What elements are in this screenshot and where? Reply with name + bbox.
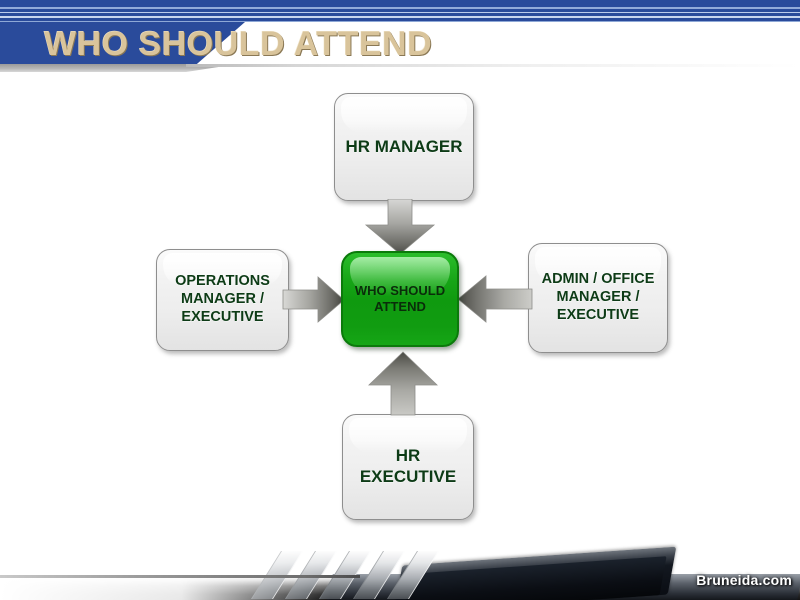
node-center-who-should-attend[interactable]: WHO SHOULD ATTEND bbox=[341, 251, 459, 347]
header-banner bbox=[0, 0, 800, 70]
photo-horizon-edge bbox=[0, 575, 360, 578]
node-label: WHO SHOULD ATTEND bbox=[354, 282, 446, 314]
banner-shadow bbox=[0, 64, 238, 72]
banner-angled-cut bbox=[190, 22, 800, 70]
node-hr-manager[interactable]: HR MANAGER bbox=[334, 93, 474, 201]
banner-stripe-2 bbox=[0, 12, 800, 13]
node-label: ADMIN / OFFICE MANAGER / EXECUTIVE bbox=[541, 271, 655, 323]
node-label: HR EXECUTIVE bbox=[359, 446, 457, 486]
banner-shadow-tail bbox=[186, 64, 800, 67]
node-admin-office-manager[interactable]: ADMIN / OFFICE MANAGER / EXECUTIVE bbox=[528, 243, 668, 353]
banner-stripe-1 bbox=[0, 7, 800, 9]
watermark: Bruneida.com bbox=[696, 572, 792, 588]
node-label: HR MANAGER bbox=[345, 136, 463, 156]
footer-photo-strip bbox=[0, 530, 800, 600]
page-title: WHO SHOULD ATTEND bbox=[44, 25, 433, 63]
banner-stripe-4 bbox=[0, 21, 800, 22]
photo-left-fade bbox=[0, 530, 330, 600]
arrow-down-icon bbox=[364, 199, 436, 255]
node-gloss bbox=[341, 97, 467, 134]
node-operations-manager[interactable]: OPERATIONS MANAGER / EXECUTIVE bbox=[156, 249, 289, 351]
banner-stripe-3 bbox=[0, 16, 800, 18]
arrow-right-icon bbox=[282, 276, 345, 323]
arrow-left-icon bbox=[457, 275, 533, 323]
node-label: OPERATIONS MANAGER / EXECUTIVE bbox=[175, 273, 270, 325]
node-hr-executive[interactable]: HR EXECUTIVE bbox=[342, 414, 474, 520]
arrow-up-icon bbox=[368, 351, 438, 416]
